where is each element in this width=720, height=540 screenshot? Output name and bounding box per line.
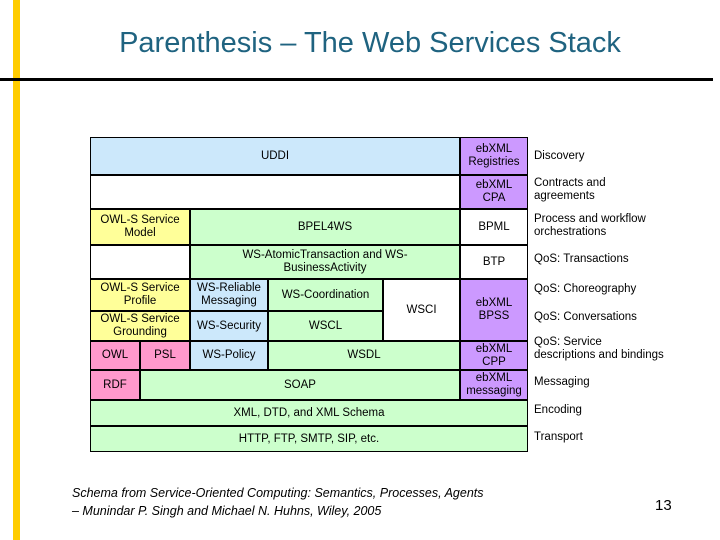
accent-bar-left [13, 0, 20, 540]
stack-cell-soap: SOAP [140, 370, 460, 400]
stack-legend-transport: Transport [534, 431, 583, 444]
stack-cell-bpml: BPML [460, 209, 528, 245]
stack-cell-ws-coordination: WS-Coordination [268, 279, 383, 311]
stack-cell-empty [90, 175, 460, 209]
stack-cell-http-ftp-smtp-sip-etc: HTTP, FTP, SMTP, SIP, etc. [90, 426, 528, 452]
stack-legend-qos-choreography: QoS: Choreography [534, 283, 637, 296]
source-credit: Schema from Service-Oriented Computing: … [72, 484, 592, 520]
stack-cell-ws-atomictransaction-and-ws-businessactivity: WS-AtomicTransaction and WS-BusinessActi… [190, 245, 460, 279]
stack-cell-empty [90, 245, 190, 279]
title-divider-rule [0, 78, 713, 81]
stack-legend-messaging: Messaging [534, 376, 590, 389]
stack-legend-encoding: Encoding [534, 404, 582, 417]
stack-cell-wsdl: WSDL [268, 341, 460, 370]
stack-cell-xml-dtd-and-xml-schema: XML, DTD, and XML Schema [90, 400, 528, 426]
stack-cell-psl: PSL [140, 341, 190, 370]
stack-legend-qos-conversations: QoS: Conversations [534, 311, 637, 324]
stack-cell-owl: OWL [90, 341, 140, 370]
stack-cell-wscl: WSCL [268, 311, 383, 341]
stack-cell-btp: BTP [460, 245, 528, 279]
stack-cell-wsci: WSCI [383, 279, 460, 341]
stack-legend-qos-transactions: QoS: Transactions [534, 253, 629, 266]
stack-legend-discovery: Discovery [534, 150, 585, 163]
stack-cell-ws-security: WS-Security [190, 311, 268, 341]
stack-cell-bpel4ws: BPEL4WS [190, 209, 460, 245]
page-title: Parenthesis – The Web Services Stack [119, 27, 621, 59]
source-credit-line-1: Schema from Service-Oriented Computing: … [72, 486, 484, 500]
stack-cell-ws-policy: WS-Policy [190, 341, 268, 370]
stack-cell-rdf: RDF [90, 370, 140, 400]
source-credit-line-2: – Munindar P. Singh and Michael N. Huhns… [72, 504, 382, 519]
stack-cell-uddi: UDDI [90, 137, 460, 175]
page-number: 13 [655, 497, 672, 514]
